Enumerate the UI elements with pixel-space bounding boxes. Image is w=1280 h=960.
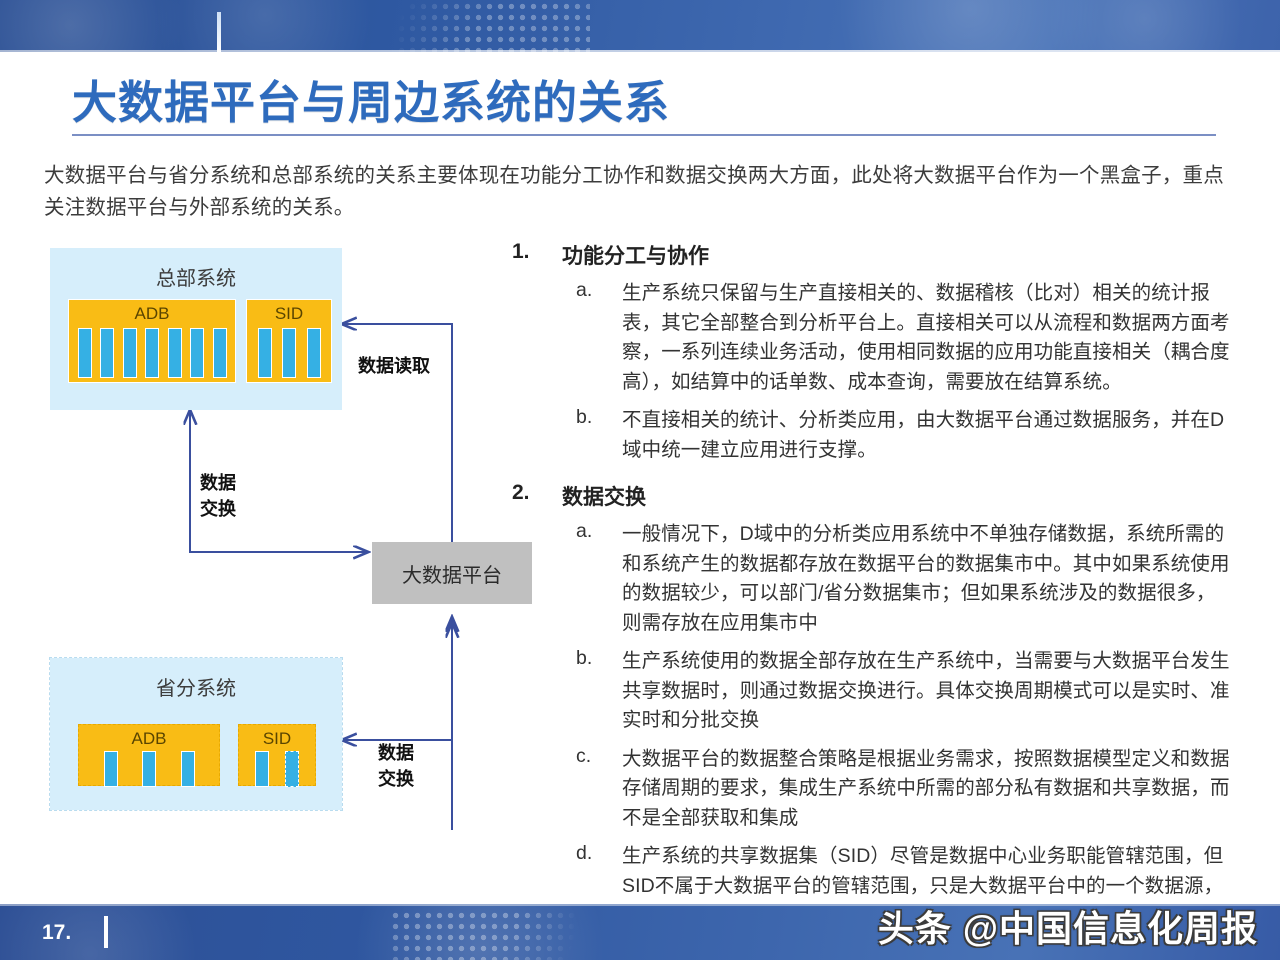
section-2-number: 2.	[512, 481, 530, 504]
footer-dot-pattern-icon	[390, 910, 620, 960]
hq-sid-group: SID	[246, 299, 332, 383]
footer-glow-decoration	[0, 904, 220, 960]
title-underline-rule	[72, 134, 1216, 136]
slide-footer-band: 17.	[0, 904, 1280, 960]
section-1-number: 1.	[512, 240, 530, 263]
header-tick-mark	[217, 12, 221, 52]
list-item: b. 不直接相关的统计、分析类应用，由大数据平台通过数据服务，并在D域中统一建立…	[512, 406, 1252, 465]
item-text: 不直接相关的统计、分析类应用，由大数据平台通过数据服务，并在D域中统一建立应用进…	[622, 409, 1225, 461]
page-title: 大数据平台与周边系统的关系	[72, 77, 671, 128]
province-system-box: 省分系统 ADB SID	[49, 657, 343, 811]
list-item: b. 生产系统使用的数据全部存放在生产系统中，当需要与大数据平台发生共享数据时，…	[512, 647, 1252, 736]
architecture-diagram: 总部系统 ADB SID 省分系统	[40, 240, 560, 830]
diagram-connectors	[40, 240, 560, 830]
province-adb-label: ADB	[131, 729, 167, 748]
item-marker: c.	[576, 744, 592, 767]
section-2-heading: 2. 数据交换	[512, 481, 1252, 511]
header-dot-pattern-icon	[330, 0, 590, 52]
intro-paragraph: 大数据平台与省分系统和总部系统的关系主要体现在功能分工协作和数据交换两大方面，此…	[44, 164, 1224, 219]
page-number: 17.	[42, 921, 72, 944]
section-1-title: 功能分工与协作	[562, 245, 709, 268]
item-marker: b.	[576, 647, 593, 669]
hq-sid-label: SID	[274, 304, 304, 323]
item-marker: a.	[576, 520, 593, 542]
province-sid-group: SID	[238, 724, 316, 787]
section-2-title: 数据交换	[562, 486, 646, 509]
province-system-title: 省分系统	[156, 678, 236, 700]
list-item: c. 大数据平台的数据整合策略是根据业务需求，按照数据模型定义和数据存储周期的要…	[512, 745, 1252, 834]
hq-sid-bars	[247, 326, 331, 378]
header-glow-decoration	[1040, 0, 1250, 52]
slide-header-band	[0, 0, 1280, 52]
hq-system-title: 总部系统	[156, 268, 236, 290]
flow-label-data-read: 数据读取	[358, 356, 430, 376]
list-item: a. 生产系统只保留与生产直接相关的、数据稽核（比对）相关的统计报表，其它全部整…	[512, 279, 1252, 397]
header-baseline	[0, 50, 1280, 52]
list-item: a. 一般情况下，D域中的分析类应用系统中不单独存储数据，系统所需的和系统产生的…	[512, 520, 1252, 638]
footer-tick-mark	[104, 916, 108, 948]
province-adb-bars	[79, 749, 219, 787]
hq-adb-group: ADB	[68, 299, 236, 383]
hq-adb-bars	[69, 326, 235, 378]
item-marker: a.	[576, 279, 593, 301]
header-glow-decoration	[0, 0, 200, 52]
arrow-platform-to-hq	[342, 324, 453, 582]
hq-system-box: 总部系统 ADB SID	[50, 248, 342, 410]
flow-label-data-exchange-bottom: 数据 交换	[378, 743, 414, 789]
content-list: 1. 功能分工与协作 a. 生产系统只保留与生产直接相关的、数据稽核（比对）相关…	[512, 238, 1252, 931]
item-text: 生产系统使用的数据全部存放在生产系统中，当需要与大数据平台发生共享数据时，则通过…	[622, 650, 1230, 731]
footer-glow-decoration	[330, 904, 630, 960]
item-marker: d.	[576, 842, 593, 864]
section-1-heading: 1. 功能分工与协作	[512, 240, 1252, 270]
section-spacer	[512, 465, 1252, 479]
item-text: 生产系统只保留与生产直接相关的、数据稽核（比对）相关的统计报表，其它全部整合到分…	[622, 282, 1230, 393]
item-text: 大数据平台的数据整合策略是根据业务需求，按照数据模型定义和数据存储周期的要求，集…	[622, 747, 1230, 829]
province-adb-group: ADB	[78, 724, 220, 787]
province-sid-label: SID	[262, 729, 292, 748]
flow-label-data-exchange-top: 数据 交换	[200, 473, 236, 519]
item-text: 一般情况下，D域中的分析类应用系统中不单独存储数据，系统所需的和系统产生的数据都…	[622, 523, 1230, 634]
header-glow-decoration	[150, 0, 380, 52]
watermark-text: 头条 @中国信息化周报	[877, 908, 1258, 949]
item-marker: b.	[576, 406, 593, 428]
big-data-platform-box: 大数据平台	[372, 542, 532, 604]
header-glow-decoration	[820, 0, 1120, 52]
hq-adb-label: ADB	[134, 304, 170, 323]
footer-topline	[0, 904, 1280, 906]
province-sid-bars	[239, 749, 315, 787]
